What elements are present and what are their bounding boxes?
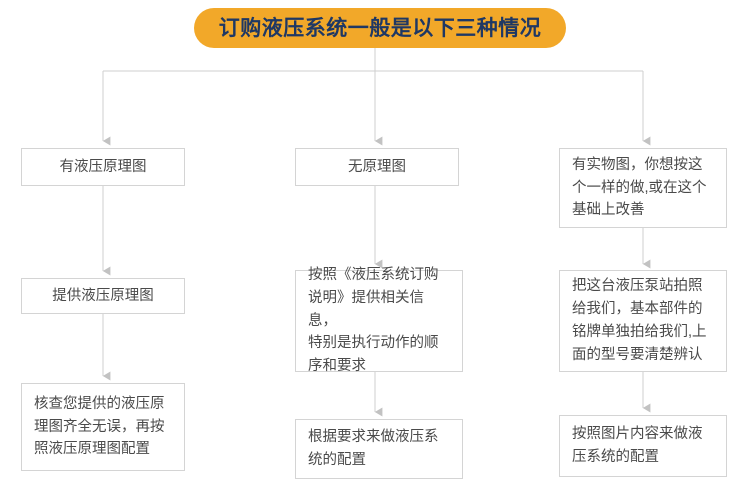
- node-col1-row2: 提供液压原理图: [21, 278, 185, 314]
- flowchart-title-text: 订购液压系统一般是以下三种情况: [218, 16, 542, 40]
- node-col3-row1-label: 有实物图，你想按这 个一样的做,或在这个 基础上改善: [572, 156, 707, 219]
- node-col3-row2-label: 把这台液压泵站拍照 给我们，基本部件的 铭牌单独拍给我们,上 面的型号要清楚辨认: [572, 278, 707, 363]
- node-col2-row2-label: 按照《液压系统订购 说明》提供相关信息， 特别是执行动作的顺 序和要求: [308, 266, 439, 375]
- node-col3-row3-label: 按照图片内容来做液 压系统的配置: [572, 426, 703, 465]
- node-col2-row2: 按照《液压系统订购 说明》提供相关信息， 特别是执行动作的顺 序和要求: [295, 267, 463, 374]
- node-col3-row2: 把这台液压泵站拍照 给我们，基本部件的 铭牌单独拍给我们,上 面的型号要清楚辨认: [559, 270, 727, 372]
- node-col3-row1: 有实物图，你想按这 个一样的做,或在这个 基础上改善: [559, 148, 727, 228]
- node-col1-row2-label: 提供液压原理图: [52, 287, 154, 304]
- node-col1-row3: 核查您提供的液压原 理图齐全无误，再按 照液压原理图配置: [21, 383, 185, 471]
- node-col2-row3-label: 根据要求来做液压系 统的配置: [308, 429, 439, 468]
- node-col2-row1: 无原理图: [295, 148, 459, 186]
- node-col1-row3-label: 核查您提供的液压原 理图齐全无误，再按 照液压原理图配置: [34, 395, 165, 458]
- flowchart-title-banner: 订购液压系统一般是以下三种情况: [194, 8, 566, 48]
- node-col1-row1: 有液压原理图: [21, 148, 185, 186]
- node-col3-row3: 按照图片内容来做液 压系统的配置: [559, 415, 727, 477]
- node-col2-row1-label: 无原理图: [348, 158, 406, 175]
- node-col2-row3: 根据要求来做液压系 统的配置: [295, 419, 463, 479]
- node-col1-row1-label: 有液压原理图: [59, 158, 147, 175]
